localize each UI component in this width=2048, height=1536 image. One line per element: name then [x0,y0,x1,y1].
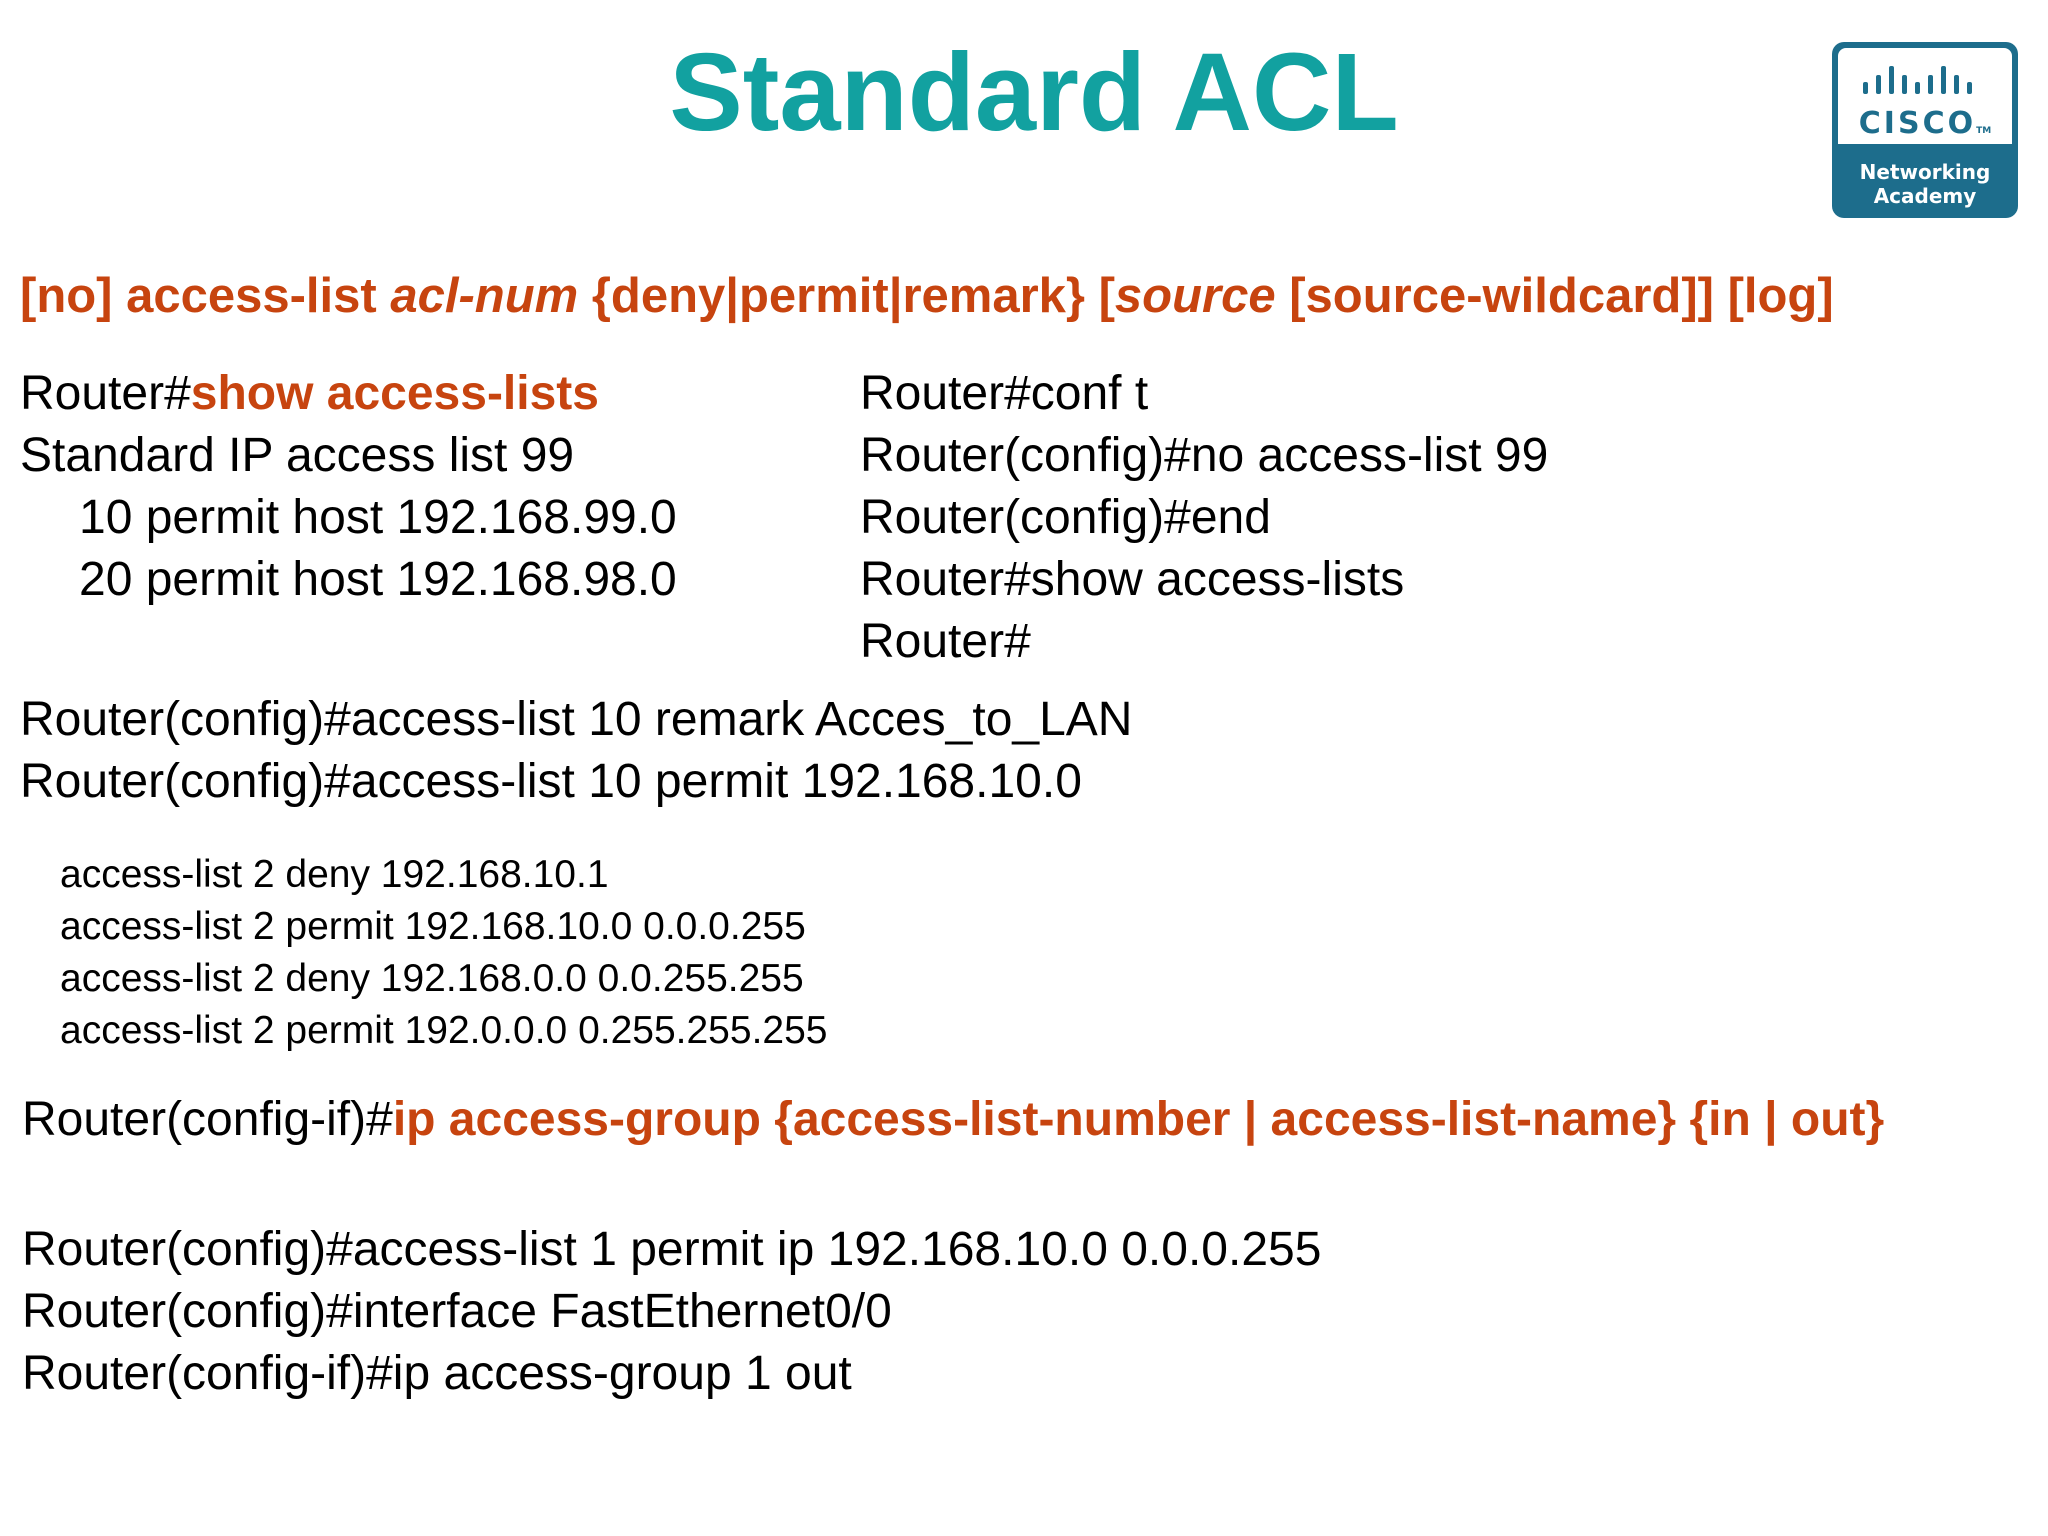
apply-acl-line: Router(config)#access-list 1 permit ip 1… [22,1223,1322,1276]
example-acl-line: access-list 2 deny 192.168.0.0 0.0.255.2… [60,957,804,1000]
example-acl-line: access-list 2 permit 192.0.0.0 0.255.255… [60,1009,828,1052]
cisco-bars-icon [1863,66,1972,94]
router-prompt: Router# [20,367,191,420]
apply-acl-line: Router(config)#interface FastEthernet0/0 [22,1285,892,1338]
logo-subtitle: Networking Academy [1859,160,1991,208]
syntax-source: source [1114,269,1276,323]
example-acl-line: access-list 2 deny 192.168.10.1 [60,853,609,896]
syntax-acl-num: acl-num [390,269,579,323]
show-output-line: 20 permit host 192.168.98.0 [79,553,677,606]
cisco-networking-academy-logo: CISCOTM Networking Academy [1832,42,2018,218]
remove-acl-line: Router(config)#end [860,491,1271,544]
syntax-part: [source-wildcard]] [log] [1275,269,1834,323]
ip-access-group-command: ip access-group {access-list-number | ac… [392,1093,1885,1146]
remove-acl-line: Router# [860,615,1031,668]
example-acl-line: access-list 2 permit 192.168.10.0 0.0.0.… [60,905,806,948]
access-group-syntax: Router(config-if)#ip access-group {acces… [22,1096,1884,1144]
apply-acl-line: Router(config-if)#ip access-group 1 out [22,1347,852,1400]
logo-trademark: TM [1976,126,1992,136]
logo-wordmark: CISCOTM [1858,106,1992,141]
logo-top-panel: CISCOTM [1838,48,2012,144]
syntax-part: {deny|permit|remark} [ [578,269,1115,323]
syntax-part: [no] access-list [20,269,391,323]
show-output-line: Standard IP access list 99 [20,429,575,482]
show-access-lists-command: show access-lists [190,367,599,420]
show-command-line: Router#show access-lists [20,370,599,418]
slide-title: Standard ACL [669,31,1399,154]
remove-acl-line: Router#show access-lists [860,553,1405,606]
remove-acl-line: Router#conf t [860,367,1149,420]
show-output-line: 10 permit host 192.168.99.0 [79,491,677,544]
remove-acl-line: Router(config)#no access-list 99 [860,429,1549,482]
remark-line: Router(config)#access-list 10 permit 192… [20,755,1082,808]
access-list-syntax: [no] access-list acl-num {deny|permit|re… [20,272,1834,321]
config-if-prompt: Router(config-if)# [22,1093,393,1146]
remark-line: Router(config)#access-list 10 remark Acc… [20,693,1133,746]
